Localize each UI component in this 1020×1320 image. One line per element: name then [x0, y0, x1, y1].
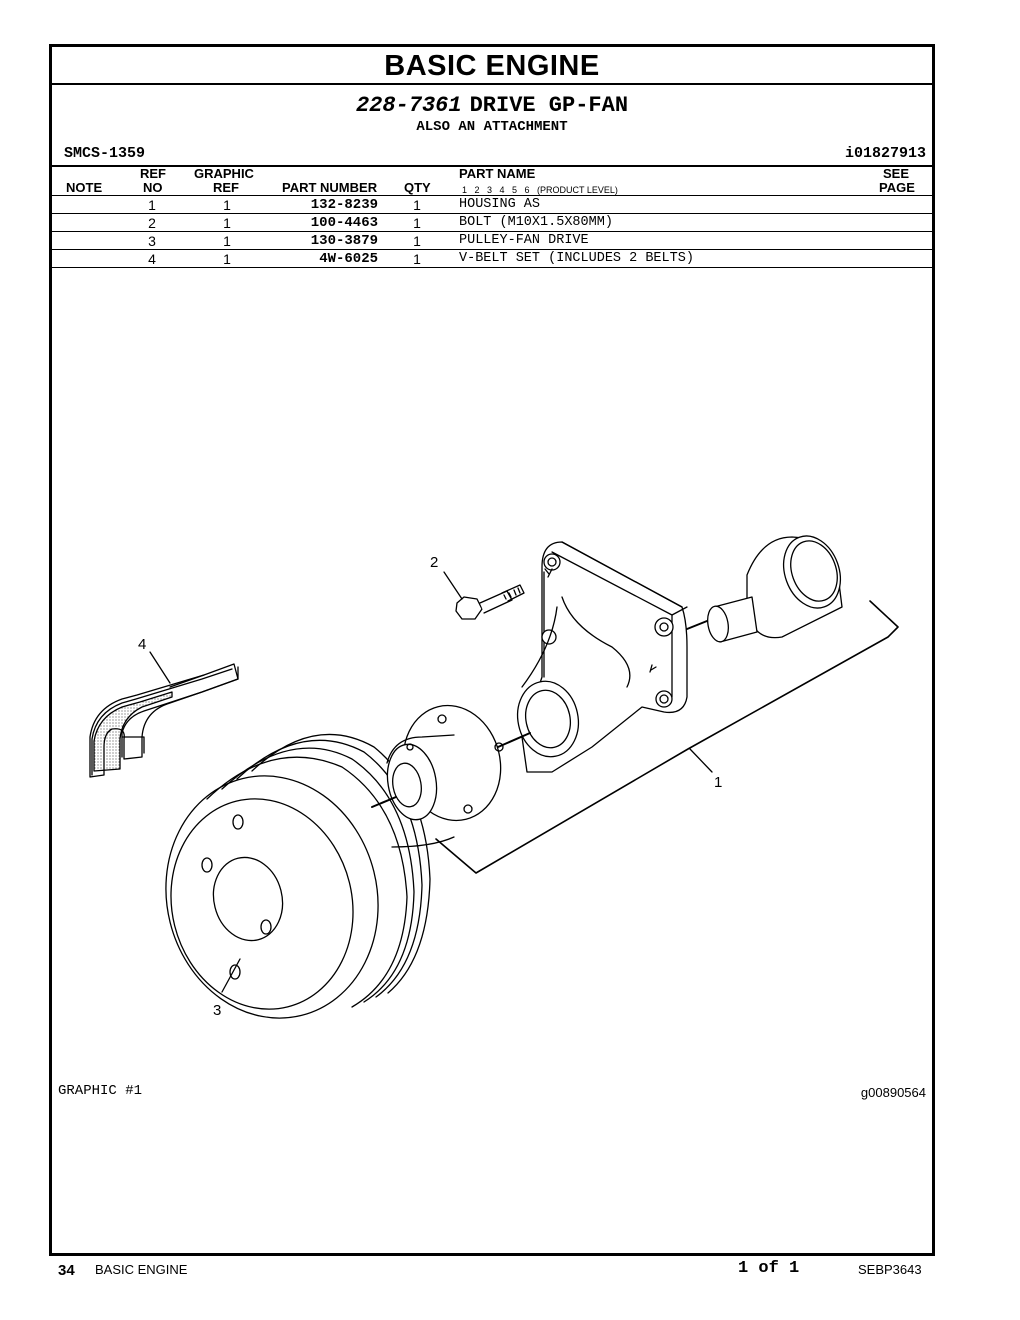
part-number: 130-3879 — [310, 233, 378, 249]
col-see-top: SEE — [883, 166, 910, 181]
exploded-view-drawing: 1 2 3 4 — [89, 535, 899, 1019]
callout-1: 1 — [714, 774, 722, 791]
part-number: 100-4463 — [310, 215, 378, 231]
ref-no: 1 — [148, 197, 156, 213]
graphic-label: GRAPHIC #1 — [58, 1083, 143, 1099]
fan-drive-pulley-drawing — [165, 733, 431, 1019]
leader-line-4 — [149, 651, 171, 684]
callout-4: 4 — [138, 636, 146, 653]
shaft-cartridge-drawing — [707, 535, 843, 643]
assembly-line — [686, 620, 708, 630]
bolt-drawing — [455, 584, 525, 620]
ref-no: 4 — [148, 251, 156, 267]
hub-flange-drawing — [386, 704, 504, 848]
graphic-ref: 1 — [223, 251, 231, 267]
footer-page-of: 1 of 1 — [738, 1259, 800, 1278]
housing-drawing — [516, 541, 688, 773]
illustration-id: i01827913 — [844, 145, 926, 162]
table-row: 3 1 130-3879 1 PULLEY-FAN DRIVE — [52, 232, 932, 250]
part-name: HOUSING AS — [459, 197, 541, 212]
col-see-bottom: PAGE — [879, 180, 915, 195]
col-graphic-top: GRAPHIC — [194, 166, 254, 181]
graphic-ref: 1 — [223, 197, 231, 213]
part-name: V-BELT SET (INCLUDES 2 BELTS) — [459, 251, 694, 266]
assembly-line — [497, 732, 531, 748]
callout-3: 3 — [213, 1002, 221, 1019]
parts-page-frame: BASIC ENGINE 228-7361 DRIVE GP-FAN ALSO A… — [49, 44, 935, 1256]
attachment-note: ALSO AN ATTACHMENT — [416, 119, 568, 135]
part-number: 4W-6025 — [319, 251, 378, 267]
leader-line-3 — [221, 958, 241, 993]
quantity: 1 — [413, 233, 421, 249]
group-name: DRIVE GP-FAN — [469, 93, 629, 118]
leader-line-2 — [443, 571, 463, 600]
table-row: 2 1 100-4463 1 BOLT (M10X1.5X80MM) — [52, 214, 932, 232]
callout-2: 2 — [430, 554, 438, 571]
ref-no: 2 — [148, 215, 156, 231]
leader-line-1 — [689, 748, 713, 773]
group-part-number: 228-7361 — [355, 93, 462, 118]
col-part-name: PART NAME — [459, 166, 536, 181]
group-heading: 228-7361 DRIVE GP-FAN — [52, 93, 932, 119]
table-row: 4 1 4W-6025 1 V-BELT SET (INCLUDES 2 BEL… — [52, 250, 932, 268]
col-qty: QTY — [404, 180, 431, 195]
parts-table-header: NOTE REF NO GRAPHIC REF PART NUMBER QTY … — [52, 165, 932, 196]
col-part-number: PART NUMBER — [282, 180, 378, 195]
part-name: PULLEY-FAN DRIVE — [459, 233, 589, 248]
parts-table-body: 1 1 132-8239 1 HOUSING AS 2 1 100-4463 1… — [52, 196, 932, 268]
section-title: BASIC ENGINE — [52, 47, 932, 85]
item-1-bracket — [435, 600, 899, 874]
col-ref-top: REF — [140, 166, 166, 181]
footer-doc-number: SEBP3643 — [858, 1262, 922, 1277]
quantity: 1 — [413, 215, 421, 231]
quantity: 1 — [413, 251, 421, 267]
smcs-row: SMCS-1359 i01827913 — [52, 143, 932, 165]
graphic-ref: 1 — [223, 233, 231, 249]
graphic-id: g00890564 — [860, 1085, 926, 1100]
ref-no: 3 — [148, 233, 156, 249]
smcs-code: SMCS-1359 — [64, 145, 146, 162]
assembly-line — [371, 796, 397, 808]
footer-page-number: 34 — [58, 1262, 75, 1279]
col-product-levels: 1 2 3 4 5 6 (PRODUCT LEVEL) — [462, 185, 618, 195]
table-row: 1 1 132-8239 1 HOUSING AS — [52, 196, 932, 214]
col-note: NOTE — [66, 180, 103, 195]
v-belt-set-drawing — [89, 663, 239, 778]
quantity: 1 — [413, 197, 421, 213]
graphic-ref: 1 — [223, 215, 231, 231]
col-graphic-bottom: REF — [213, 180, 239, 195]
col-ref-bottom: NO — [143, 180, 163, 195]
part-number: 132-8239 — [310, 197, 378, 213]
part-name: BOLT (M10X1.5X80MM) — [459, 215, 613, 230]
footer-section: BASIC ENGINE — [95, 1262, 188, 1277]
